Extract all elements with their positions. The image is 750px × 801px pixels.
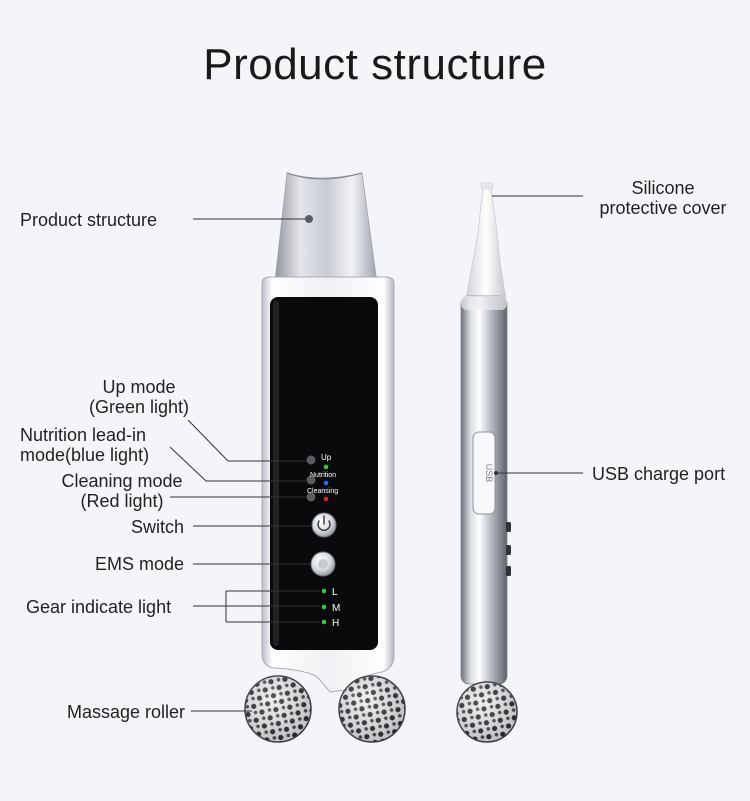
label-switch: Switch — [130, 517, 184, 537]
usb-charge-port[interactable]: USB — [472, 431, 496, 515]
label-nutrition-line1: Nutrition lead-in — [20, 425, 147, 445]
nutrition-led-label: Nutrition — [310, 472, 336, 479]
label-silicone-cover: Silicone protective cover — [588, 178, 738, 218]
label-usb-charge-port: USB charge port — [592, 464, 726, 484]
gear-led-m — [321, 604, 327, 610]
up-mode-indicator — [306, 455, 316, 465]
side-device: USB — [456, 182, 518, 743]
control-panel — [270, 297, 378, 650]
label-massage-roller: Massage roller — [67, 702, 186, 722]
label-silicone-line2: protective cover — [599, 198, 727, 218]
power-switch-button[interactable] — [311, 512, 337, 538]
cleaning-mode-indicator — [306, 492, 316, 502]
silicone-cover — [465, 187, 507, 299]
gear-led-h — [321, 619, 327, 625]
label-gear-indicate: Gear indicate light — [26, 597, 172, 617]
up-led-label: Up — [321, 453, 332, 462]
side-button-2[interactable] — [506, 545, 511, 555]
gear-l-label: L — [332, 587, 338, 598]
front-device: Up Nutrition Cleansing L M H — [244, 172, 406, 743]
nutrition-mode-indicator — [306, 475, 316, 485]
red-led — [323, 496, 329, 502]
gear-led-l — [321, 588, 327, 594]
side-button-3[interactable] — [506, 566, 511, 576]
label-up-mode-line2: (Green light) — [88, 397, 190, 417]
page-title: Product structure — [203, 40, 547, 89]
gear-m-label: M — [332, 603, 340, 614]
label-silicone-line1: Silicone — [631, 178, 695, 198]
label-cleaning-line1: Cleaning mode — [61, 471, 183, 491]
label-product-structure: Product structure — [20, 210, 158, 230]
blue-led — [323, 480, 329, 486]
scraper-blade — [273, 172, 379, 291]
green-led — [323, 464, 329, 470]
leader-nutrition — [169, 446, 306, 482]
leader-lines — [169, 195, 583, 712]
gear-h-label: H — [332, 618, 339, 629]
usb-port-text: USB — [484, 464, 494, 483]
label-nutrition-line2: mode(blue light) — [20, 445, 150, 465]
ems-mode-button[interactable] — [310, 551, 336, 577]
cleansing-led-label: Cleansing — [307, 488, 338, 495]
label-up-mode: Up mode (Green light) — [84, 377, 194, 417]
label-cleaning-line2: (Red light) — [80, 491, 164, 511]
label-up-mode-line1: Up mode — [102, 377, 176, 397]
side-button-1[interactable] — [506, 522, 511, 532]
label-nutrition-mode: Nutrition lead-in mode(blue light) — [20, 425, 149, 465]
label-cleaning-mode: Cleaning mode (Red light) — [52, 471, 192, 511]
leader-up-mode — [187, 419, 306, 462]
label-ems-mode: EMS mode — [94, 554, 184, 574]
